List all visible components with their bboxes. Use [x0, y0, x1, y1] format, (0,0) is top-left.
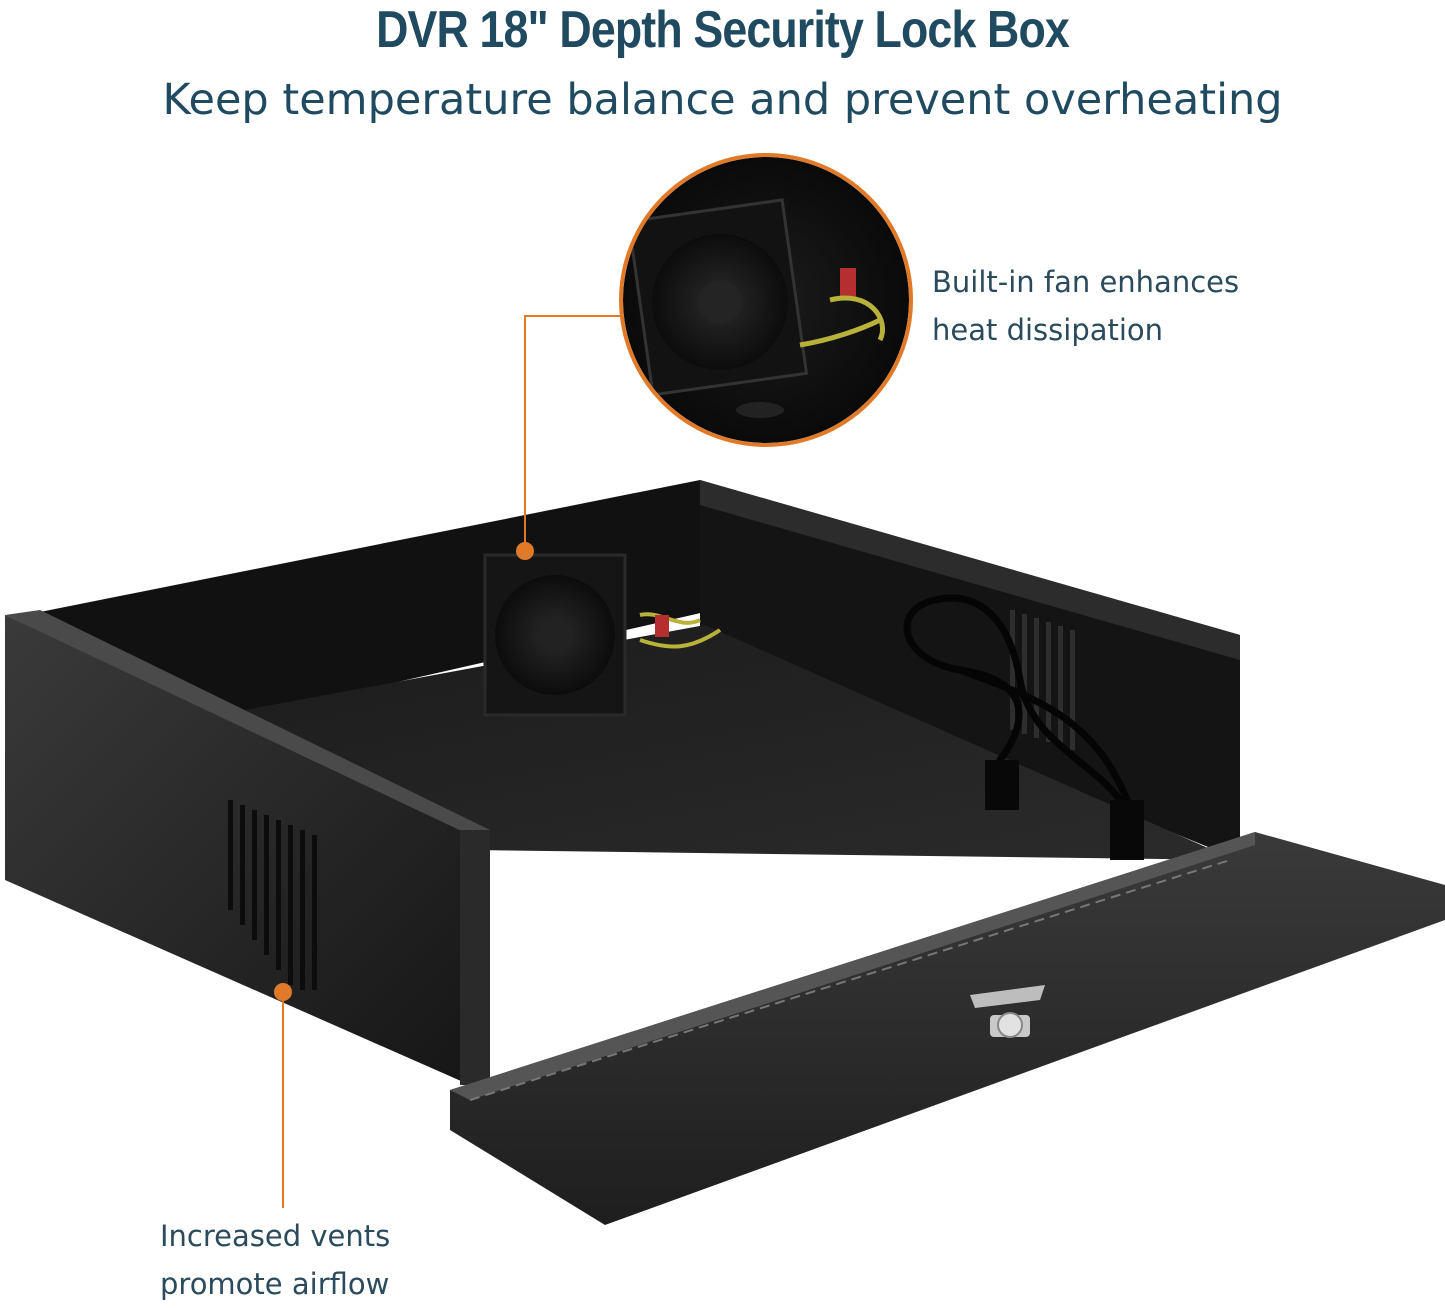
side-panel-vents	[228, 800, 317, 990]
page-subtitle: Keep temperature balance and prevent ove…	[162, 75, 1283, 125]
fan-callout-line1: Built-in fan enhances	[932, 265, 1240, 299]
power-cord	[903, 594, 1144, 860]
fan-callout-line2: heat dissipation	[932, 313, 1164, 347]
box-fan	[483, 553, 722, 717]
page-title: DVR 18" Depth Security Lock Box	[376, 1, 1070, 59]
fan-zoom-inset	[619, 153, 913, 447]
vents-callout: Increased vents promote airflow	[160, 1212, 390, 1308]
box-left-side-panel	[5, 610, 490, 1085]
vents-callout-leader	[274, 983, 292, 1208]
fan-callout: Built-in fan enhances heat dissipation	[932, 258, 1239, 354]
vents-callout-line2: promote airflow	[160, 1267, 390, 1301]
box-back-wall	[40, 480, 705, 760]
fan-callout-leader	[516, 315, 623, 560]
vents-callout-line1: Increased vents	[160, 1219, 391, 1253]
lock-icon	[970, 985, 1045, 1038]
right-wall-vents	[1010, 610, 1075, 750]
box-lid	[450, 832, 1445, 1225]
